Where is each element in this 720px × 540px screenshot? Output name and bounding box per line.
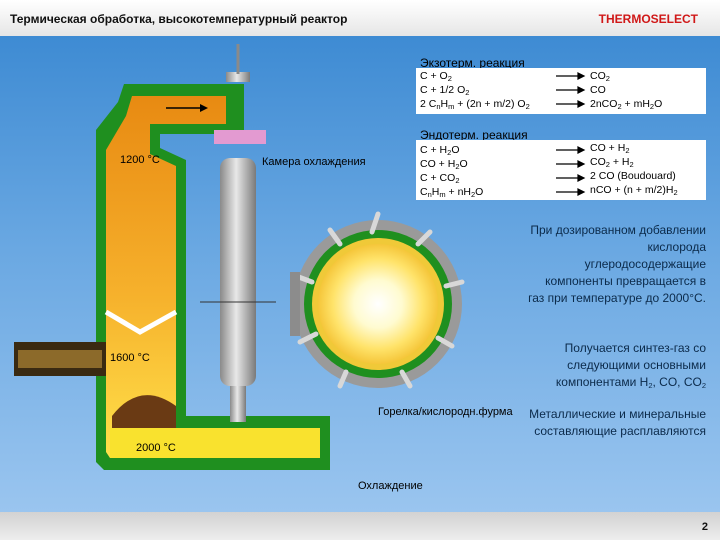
endo-row-1-right: CO + H2 (590, 142, 630, 155)
exo-heading: Экзотерм. реакция (420, 56, 525, 70)
temp-label-2000: 2000 °C (136, 442, 176, 454)
cooling-chamber-body (220, 158, 256, 386)
burner-label: Горелка/кислородн.фурма (378, 406, 513, 418)
page-number: 2 (701, 521, 708, 533)
diagram-area: 1200 °C 1600 °C 2000 °C Камера охлаждени… (0, 36, 720, 512)
slag-pile (112, 395, 176, 428)
endo-row-3-right: 2 CO (Boudouard) (590, 170, 676, 182)
page-title: Термическая обработка, высокотемпературн… (10, 12, 348, 26)
reactor-diagram (14, 44, 465, 470)
exo-row-2-right: CO (590, 84, 606, 96)
endo-row-1-left: C + H2O (420, 144, 460, 157)
info-paragraph-3: Металлические и минеральные составляющие… (529, 407, 706, 438)
reactor-top-outlet (226, 84, 244, 124)
temp-label-1600: 1600 °C (110, 352, 150, 364)
exo-row-3-right: 2nCO2 + mH2O (590, 98, 663, 111)
cooling-chamber-label: Камера охлаждения (262, 156, 366, 168)
exo-row-1-left: C + O2 (420, 70, 452, 83)
endo-row-2-left: CO + H2O (420, 158, 468, 171)
exo-row-1-right: CO2 (590, 70, 610, 83)
reactor-hot-zone (106, 96, 320, 458)
endo-row-4-right: nCO + (n + m/2)H2 (590, 184, 678, 197)
info-paragraph-1: При дозированном добавлении кислорода уг… (528, 223, 706, 305)
footer-bar: 2 (0, 512, 720, 540)
melt-channel (110, 428, 320, 458)
exo-row-2-left: C + 1/2 O2 (420, 84, 470, 97)
endo-row-3-left: C + CO2 (420, 172, 460, 185)
endo-row-4-left: CnHm + nH2O (420, 186, 484, 199)
reaction-arrows (556, 72, 586, 196)
brand-logo-text: THERMOSELECT (598, 12, 698, 26)
header-bar: Термическая обработка, высокотемпературн… (0, 0, 720, 36)
exo-row-3-left: 2 CnHm + (2n + m/2) O2 (420, 98, 530, 111)
temp-label-1200: 1200 °C (120, 154, 160, 166)
cooling-label: Охлаждение (358, 480, 423, 492)
endo-row-2-right: CO2 + H2 (590, 156, 634, 169)
flame-core (318, 244, 438, 364)
info-paragraph-2: Получается синтез-газ со следующими осно… (555, 341, 706, 390)
reactor-plate (104, 309, 178, 335)
endo-heading: Эндотерм. реакция (420, 128, 528, 142)
